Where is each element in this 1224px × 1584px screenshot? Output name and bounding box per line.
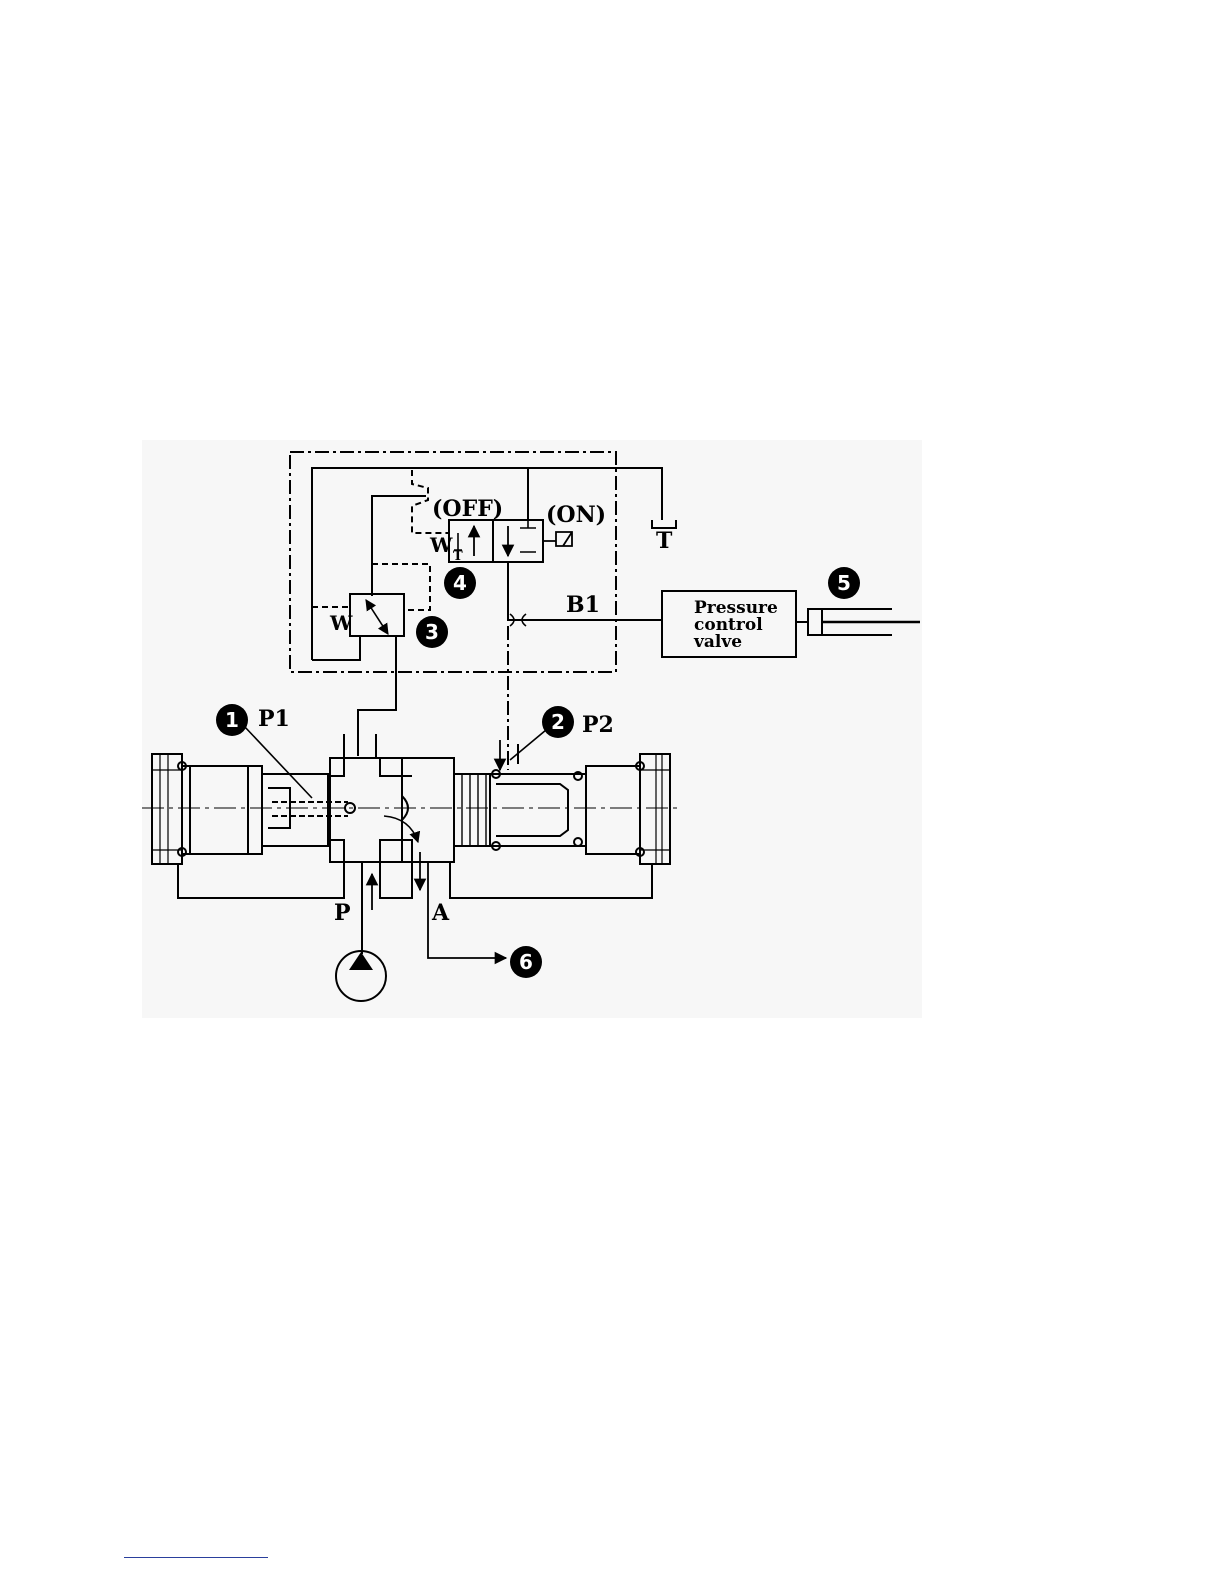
marker-4-number: 4	[453, 571, 467, 595]
pressure-control-valve-line3: valve	[693, 632, 742, 652]
valve4-t-label: T	[453, 549, 463, 564]
marker-3-number: 3	[425, 620, 439, 644]
footnote-rule	[124, 1557, 268, 1558]
marker-1-number: 1	[225, 708, 239, 732]
valve3-w-label: W	[329, 611, 353, 635]
marker-2-number: 2	[551, 710, 565, 734]
off-label: (OFF)	[432, 496, 503, 522]
valve4-w-label: W	[429, 533, 453, 557]
marker-1: 1	[216, 704, 248, 736]
marker-5: 5	[828, 567, 860, 599]
p1-label: P1	[258, 706, 290, 732]
marker-2: 2	[542, 706, 574, 738]
p-port-label: P	[334, 900, 351, 926]
marker-5-number: 5	[837, 571, 851, 595]
a-port-label: A	[431, 900, 450, 926]
on-label: (ON)	[546, 502, 606, 528]
marker-4: 4	[444, 567, 476, 599]
b1-label: B1	[566, 592, 600, 618]
tank-label: T	[656, 528, 673, 554]
marker-6: 6	[510, 946, 542, 978]
marker-3: 3	[416, 616, 448, 648]
p2-label: P2	[582, 712, 614, 738]
marker-6-number: 6	[519, 950, 533, 974]
